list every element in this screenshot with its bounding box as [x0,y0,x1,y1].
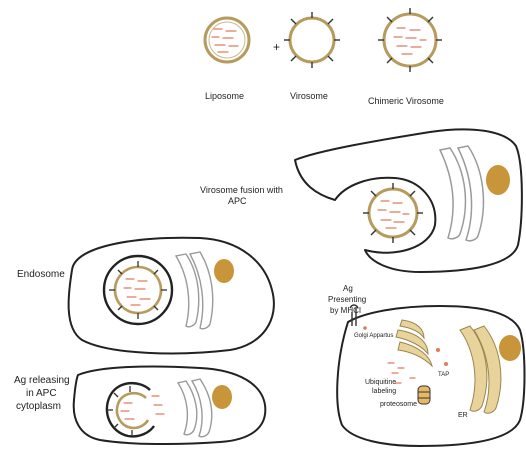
release-label-line2: in APC [26,388,57,399]
er-label: ER [458,412,468,419]
presenting-presenting: Presenting [328,295,366,304]
chimeric-virosome-label: Chimeric Virosome [368,96,444,106]
nucleus-fusion [486,165,510,195]
nucleus-presenting [499,335,521,361]
apc-cell-presenting [337,305,524,446]
liposome-label: Liposome [205,91,244,101]
virosome [284,12,340,68]
fusion-label-line1: Virosome fusion with [200,185,283,195]
presenting-ag: Ag [343,284,353,293]
virosome-label: Virosome [290,91,328,101]
virosome-fusing [363,183,423,243]
fusion-label-line2: APC [228,196,247,206]
liposome [205,18,249,62]
apc-cell-release [74,366,266,444]
plus-sign: + [273,40,280,54]
endosome-vesicle [104,256,172,324]
nucleus-release [212,385,232,409]
proteosome-icon [418,386,430,404]
presenting-by-mhci: by MHCI [330,306,361,315]
endosome-label: Endosome [17,269,65,280]
ubiquitine-label-line2: labeling [372,388,396,395]
tap-label: TAP [438,372,449,378]
proteosome-label: proteosome [380,401,417,408]
release-label-line3: cytoplasm [16,401,61,412]
golgi-label: Golgi Appartus [354,333,393,339]
nucleus-endosome [214,259,234,283]
ubiquitine-label-line1: Ubiquitine [365,379,396,386]
release-label-line1: Ag releasing [14,375,70,386]
chimeric-virosome [378,8,442,72]
